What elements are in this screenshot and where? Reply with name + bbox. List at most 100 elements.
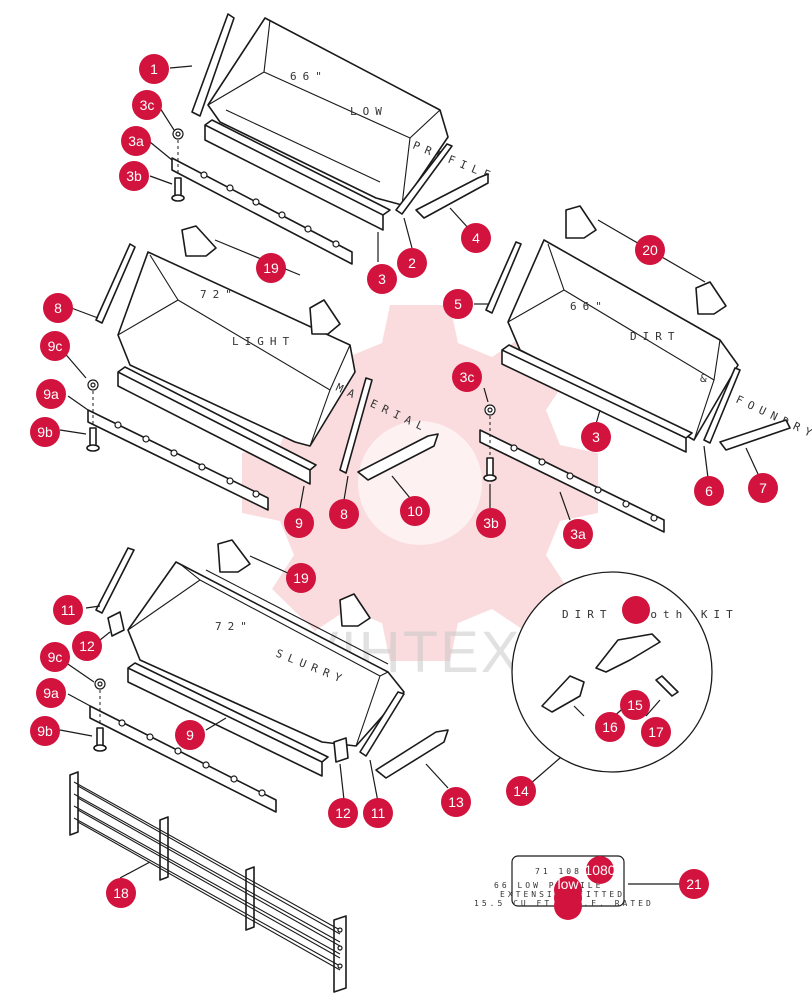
- callout-12-low[interactable]: 12: [328, 798, 358, 828]
- callout-19-low[interactable]: 19: [286, 563, 316, 593]
- side-plate-2: [395, 143, 453, 215]
- wear-pad-13: [375, 729, 449, 779]
- svg-text:3c: 3c: [140, 97, 155, 113]
- tooth-15: [595, 633, 661, 673]
- callout-plate-stack[interactable]: 1080 low: [554, 856, 616, 920]
- side-plate-11-top: [95, 547, 135, 614]
- bucket-low-profile: 66" LOW PROFILE: [207, 17, 498, 206]
- bucket-label-amp: &: [700, 372, 713, 385]
- callout-5[interactable]: 5: [443, 289, 473, 319]
- callout-9c[interactable]: 9c: [40, 331, 70, 361]
- svg-text:4: 4: [472, 230, 480, 246]
- callout-7[interactable]: 7: [748, 473, 778, 503]
- svg-text:15: 15: [627, 697, 643, 713]
- callout-9b[interactable]: 9b: [30, 417, 60, 447]
- bolt-9b: [86, 427, 100, 452]
- wear-pad-20-b: [695, 281, 727, 315]
- bolt-strip-right: [479, 429, 665, 533]
- svg-text:12: 12: [79, 638, 95, 654]
- bucket-label-light: LIGHT: [232, 335, 295, 348]
- callout-9b-low[interactable]: 9b: [30, 716, 60, 746]
- bolt-strip-top: [171, 157, 353, 265]
- svg-text:13: 13: [448, 794, 464, 810]
- wear-pad-19-b: [309, 299, 341, 335]
- svg-text:3a: 3a: [128, 133, 144, 149]
- svg-text:9: 9: [295, 515, 303, 531]
- svg-text:8: 8: [54, 300, 62, 316]
- wear-pad-7: [719, 419, 791, 451]
- pin-17: [655, 675, 679, 697]
- svg-text:17: 17: [648, 724, 664, 740]
- callout-16[interactable]: 16: [595, 712, 625, 742]
- bucket-label-low: LOW: [350, 105, 388, 118]
- svg-text:9b: 9b: [37, 424, 53, 440]
- callout-9-mid[interactable]: 9: [284, 508, 314, 538]
- svg-text:1: 1: [150, 61, 158, 77]
- callout-3-mid[interactable]: 3: [581, 422, 611, 452]
- callout-14[interactable]: 14: [506, 776, 536, 806]
- callout-21[interactable]: 21: [679, 869, 709, 899]
- callout-9c-low[interactable]: 9c: [40, 642, 70, 672]
- callout-3c[interactable]: 3c: [132, 90, 162, 120]
- callout-3b-right[interactable]: 3b: [476, 508, 506, 538]
- svg-text:8: 8: [340, 506, 348, 522]
- svg-text:12: 12: [335, 805, 351, 821]
- callout-19-top[interactable]: 19: [256, 253, 286, 283]
- side-plate-8-mid: [339, 377, 373, 474]
- wear-pad-19-d: [339, 593, 371, 627]
- callout-3c-right[interactable]: 3c: [452, 362, 482, 392]
- callout-20[interactable]: 20: [635, 235, 665, 265]
- bolt-strip-top-holes: [200, 171, 340, 248]
- nut-9c: [87, 379, 99, 391]
- wear-pad-20-a: [565, 205, 597, 239]
- callout-10[interactable]: 10: [400, 496, 430, 526]
- callout-12-top[interactable]: 12: [72, 631, 102, 661]
- callout-3a[interactable]: 3a: [121, 126, 151, 156]
- callout-17[interactable]: 17: [641, 717, 671, 747]
- callout-9a-low[interactable]: 9a: [36, 678, 66, 708]
- callout-18[interactable]: 18: [106, 878, 136, 908]
- callout-13[interactable]: 13: [441, 787, 471, 817]
- svg-text:3a: 3a: [570, 526, 586, 542]
- svg-text:16: 16: [602, 719, 618, 735]
- callout-tooth[interactable]: [622, 596, 650, 624]
- side-plate-6: [703, 367, 741, 444]
- callout-8-left[interactable]: 8: [43, 293, 73, 323]
- callout-3-top[interactable]: 3: [367, 264, 397, 294]
- svg-text:3: 3: [592, 429, 600, 445]
- cutting-edge-low: [127, 662, 329, 777]
- callout-3b[interactable]: 3b: [119, 161, 149, 191]
- bolt-strip-low-holes: [118, 719, 266, 797]
- svg-text:low: low: [557, 876, 579, 892]
- bucket-label-dirt: DIRT: [630, 330, 681, 343]
- svg-text:11: 11: [371, 805, 386, 821]
- bucket-label-size: 72": [200, 288, 238, 301]
- callout-1[interactable]: 1: [139, 54, 169, 84]
- svg-text:7: 7: [759, 480, 767, 496]
- callout-4[interactable]: 4: [461, 223, 491, 253]
- callout-9-low[interactable]: 9: [175, 720, 205, 750]
- svg-text:11: 11: [61, 602, 76, 618]
- bolt-3b: [171, 177, 185, 202]
- callout-8-mid[interactable]: 8: [329, 499, 359, 529]
- svg-text:10: 10: [407, 503, 423, 519]
- svg-text:3b: 3b: [483, 515, 499, 531]
- svg-text:9: 9: [186, 727, 194, 743]
- callout-3a-right[interactable]: 3a: [563, 519, 593, 549]
- wear-pad-19-c: [217, 539, 251, 573]
- svg-text:18: 18: [113, 885, 129, 901]
- svg-text:20: 20: [642, 242, 658, 258]
- bolt-3b-right: [483, 457, 497, 482]
- side-plate-8-left: [95, 243, 136, 324]
- svg-text:9c: 9c: [48, 338, 63, 354]
- callout-11-top[interactable]: 11: [53, 595, 83, 625]
- callout-9a[interactable]: 9a: [36, 379, 66, 409]
- callout-6[interactable]: 6: [694, 476, 724, 506]
- callout-2[interactable]: 2: [397, 248, 427, 278]
- extension-grill: [69, 771, 347, 993]
- svg-text:3: 3: [378, 271, 386, 287]
- callout-11-low[interactable]: 11: [363, 798, 393, 828]
- block-12-top: [107, 611, 125, 637]
- callout-15[interactable]: 15: [620, 690, 650, 720]
